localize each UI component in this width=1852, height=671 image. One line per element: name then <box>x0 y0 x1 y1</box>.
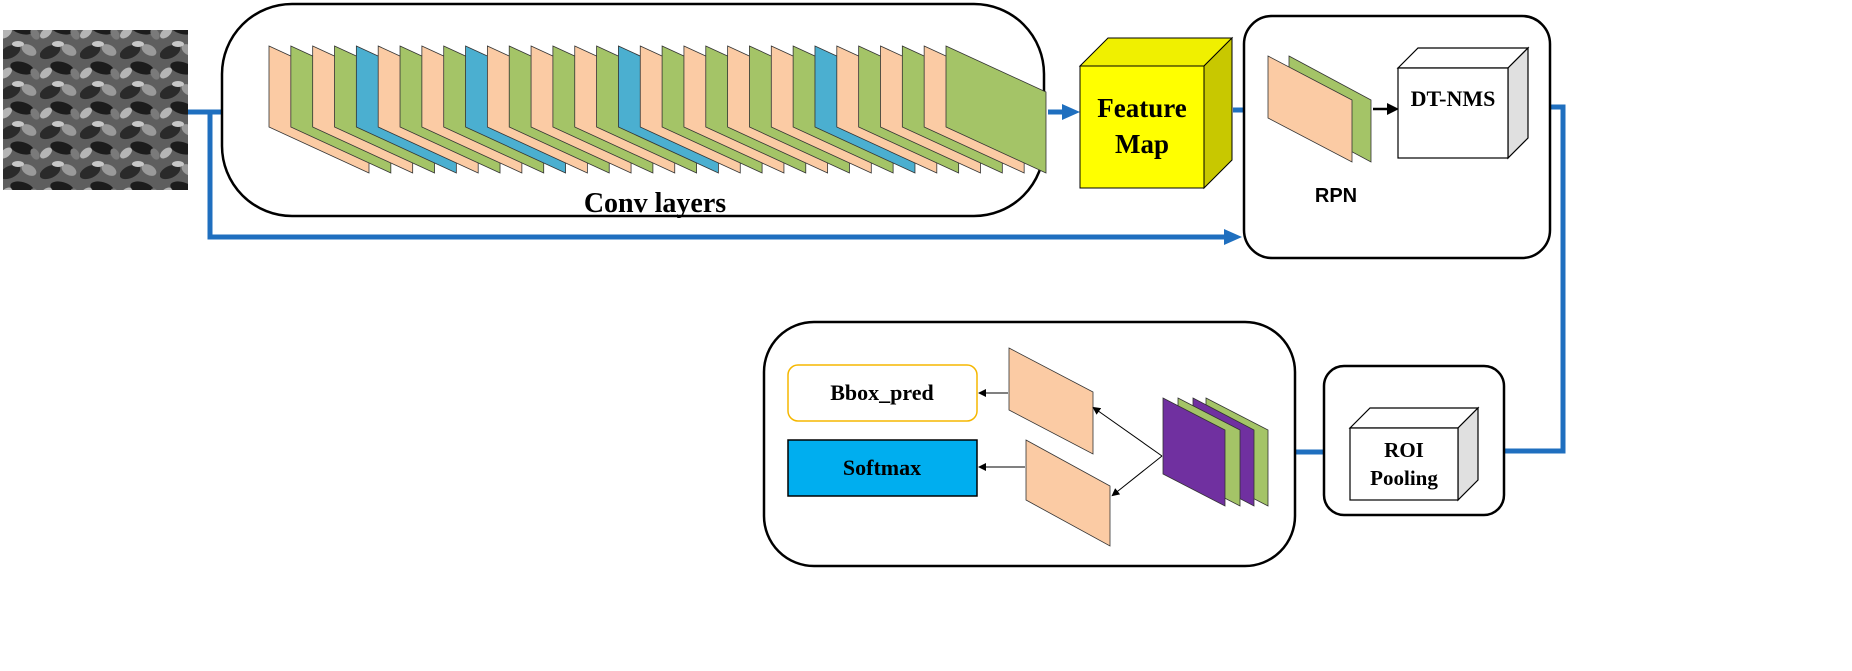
fc-layers <box>1008 347 1111 547</box>
fc-layer-top <box>1008 347 1094 455</box>
input-image <box>3 30 188 190</box>
roi-pooling-cube: ROI Pooling <box>1348 406 1480 502</box>
roi-feature-purple <box>1162 397 1226 507</box>
bbox-pred-box <box>787 364 978 422</box>
feature-map-front <box>1079 65 1205 189</box>
rpn-layers <box>1267 55 1372 163</box>
output-head-group: Bbox_pred Softmax <box>762 320 1297 568</box>
rpn-layer-peach <box>1267 55 1353 163</box>
conv-layers-label: Conv layers <box>584 188 726 219</box>
conv-layer-stack <box>268 45 1047 174</box>
feature-map-cube: Feature Map <box>1078 36 1234 190</box>
rpn-group: DT-NMS RPN <box>1242 14 1552 260</box>
fc-layer-bottom <box>1025 439 1111 547</box>
softmax-box <box>787 439 978 497</box>
dt-nms-cube: DT-NMS <box>1396 46 1530 160</box>
conv-layers-group: Conv layers <box>220 2 1047 219</box>
softmax-label: Softmax <box>843 455 921 480</box>
roi-label-1: ROI <box>1384 438 1424 462</box>
roi-label-2: Pooling <box>1370 466 1438 490</box>
stack-to-fc-bottom-arrow <box>1111 455 1163 497</box>
conv-layer-slice <box>945 45 1047 174</box>
roi-pooling-group: ROI Pooling <box>1322 364 1506 517</box>
input-to-rpn-arrow <box>207 112 1242 245</box>
feature-map-label-1: Feature <box>1097 93 1186 123</box>
feature-map-label-2: Map <box>1115 129 1169 159</box>
roi-feature-stack <box>1162 397 1269 507</box>
dt-nms-label: DT-NMS <box>1411 86 1496 111</box>
stack-to-fc-top-arrow <box>1092 406 1163 457</box>
rpn-label: RPN <box>1315 185 1357 207</box>
bbox-pred-label: Bbox_pred <box>830 380 934 405</box>
